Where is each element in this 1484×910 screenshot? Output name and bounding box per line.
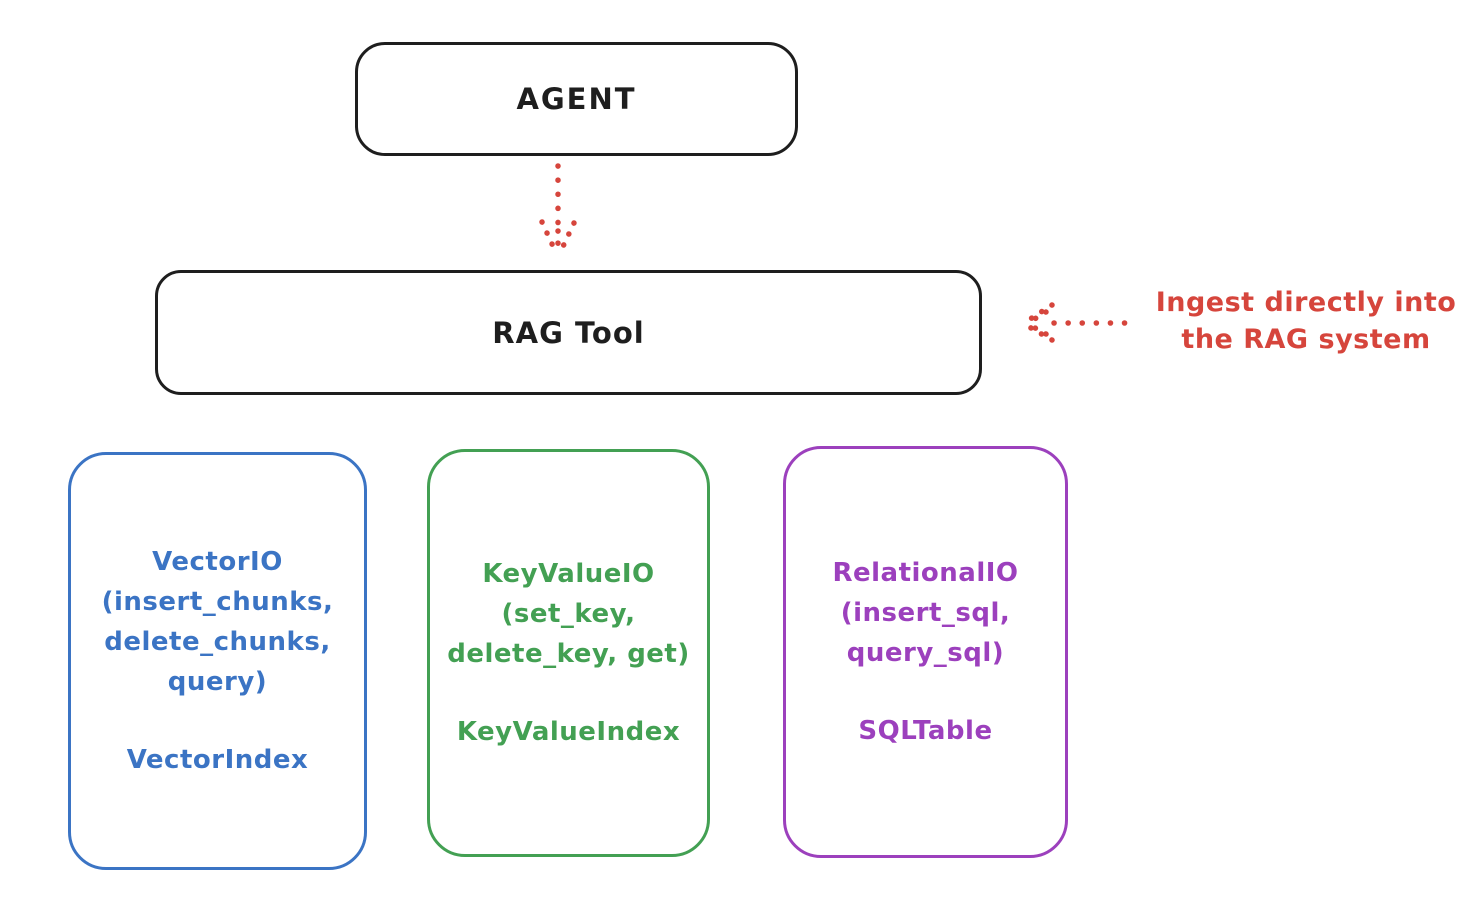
- keyvalue-io-box: KeyValueIO (set_key, delete_key, get) Ke…: [427, 449, 710, 857]
- rag-tool-box-label: RAG Tool: [492, 315, 645, 350]
- storage-title-line: RelationalIO: [832, 558, 1019, 588]
- storage-title-line: query): [167, 667, 268, 697]
- storage-index-label: SQLTable: [858, 716, 993, 746]
- storage-title-line: (insert_sql,: [840, 598, 1011, 628]
- storage-title-line: (set_key,: [501, 599, 636, 629]
- agent-box-label: AGENT: [516, 82, 637, 116]
- vector-io-box: VectorIO (insert_chunks, delete_chunks, …: [68, 452, 367, 870]
- storage-index-label: KeyValueIndex: [456, 717, 681, 747]
- storage-index-label: VectorIndex: [126, 745, 309, 775]
- relational-io-box: RelationalIO (insert_sql, query_sql) SQL…: [783, 446, 1068, 858]
- storage-title-line: delete_key, get): [447, 639, 690, 669]
- storage-title-line: (insert_chunks,: [101, 587, 334, 617]
- ingest-annotation: Ingest directly into the RAG system: [1138, 284, 1474, 358]
- storage-title-line: VectorIO: [152, 547, 283, 577]
- rag-tool-box: RAG Tool: [155, 270, 982, 395]
- agent-to-rag-dotted-arrow-icon: [539, 163, 577, 258]
- ingest-dotted-arrow-icon: [1021, 302, 1137, 343]
- storage-title-line: query_sql): [846, 638, 1005, 668]
- storage-title-line: KeyValueIO: [482, 559, 655, 589]
- ingest-annotation-line1: Ingest directly into: [1155, 287, 1457, 318]
- storage-title-line: delete_chunks,: [104, 627, 331, 657]
- ingest-annotation-line2: the RAG system: [1181, 324, 1431, 355]
- agent-box: AGENT: [355, 42, 798, 156]
